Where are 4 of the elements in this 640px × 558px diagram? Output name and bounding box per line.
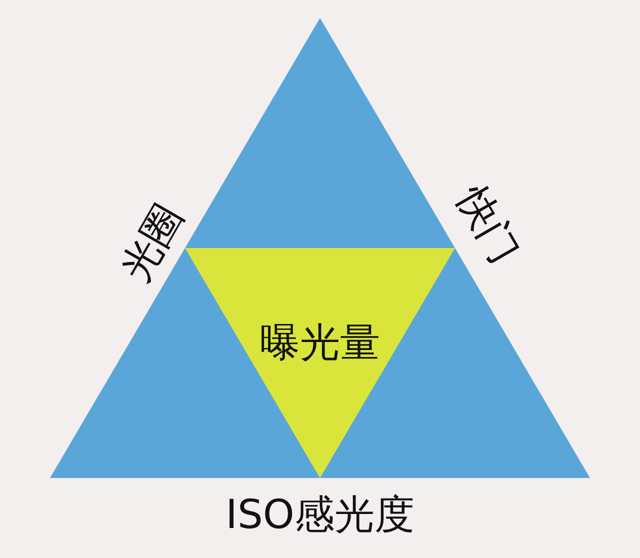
side-label: 光圈 (114, 198, 190, 288)
side-label: 快门 (450, 180, 526, 270)
node-label: 曝光量 (260, 323, 380, 363)
base-label: ISO感光度 (226, 495, 414, 535)
